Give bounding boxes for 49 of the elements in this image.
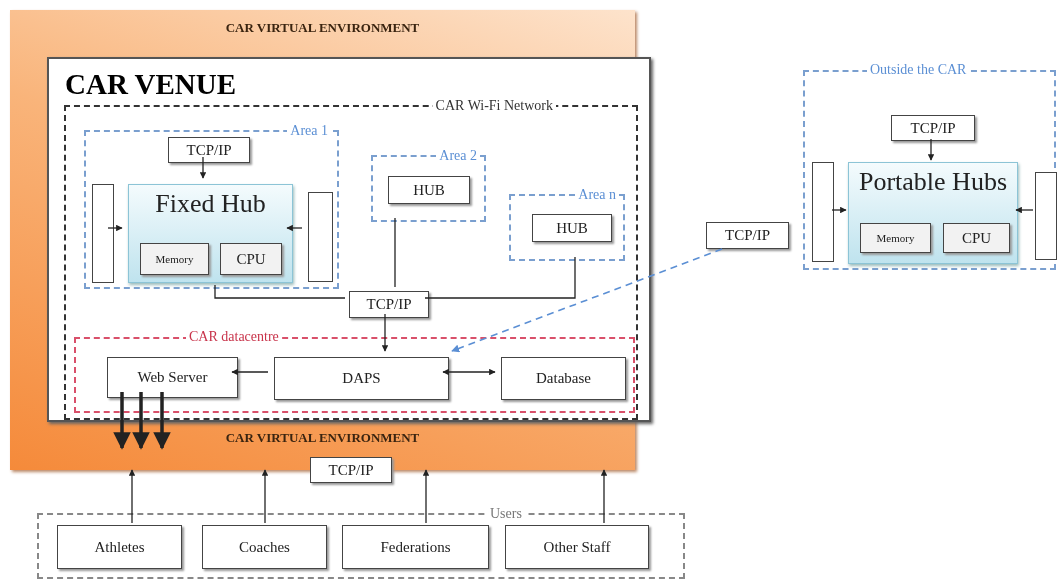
hub-box	[128, 184, 293, 283]
hub-box	[848, 162, 1018, 264]
process-box: TCP/IP	[310, 457, 392, 483]
double-arrow	[442, 368, 496, 376]
dashed-arrow	[451, 248, 723, 353]
hub-title: Fixed Hub	[154, 189, 267, 219]
process-box: Athletes	[57, 525, 182, 569]
process-box: Coaches	[202, 525, 327, 569]
process-box: TCP/IP	[706, 222, 789, 249]
arrow	[128, 469, 136, 524]
arrow	[831, 206, 847, 214]
process-box: HUB	[532, 214, 612, 242]
arrow	[132, 392, 150, 450]
component-box: Memory	[140, 243, 209, 275]
arrow	[199, 156, 207, 179]
port-bar	[308, 192, 333, 282]
process-box: Other Staff	[505, 525, 649, 569]
process-box: Federations	[342, 525, 489, 569]
port-bar	[812, 162, 834, 262]
arrow	[600, 469, 608, 524]
component-box: CPU	[943, 223, 1010, 253]
connector-line	[424, 256, 576, 299]
arrow	[927, 138, 935, 161]
process-box: Web Server	[107, 357, 238, 398]
hub-title: Portable Hubs	[857, 167, 1008, 197]
process-box: TCP/IP	[168, 137, 250, 163]
process-box: DAPS	[274, 357, 449, 400]
process-box: HUB	[388, 176, 470, 204]
arrow	[422, 469, 430, 524]
arrow	[113, 392, 131, 450]
arrow	[153, 392, 171, 450]
arrow	[1015, 206, 1034, 214]
group-title: CAR VIRTUAL ENVIRONMENT	[224, 430, 421, 446]
arrow	[381, 313, 389, 352]
connector-line	[394, 217, 396, 288]
process-box: TCP/IP	[891, 115, 975, 141]
arrow	[231, 368, 269, 376]
arrow	[286, 224, 303, 232]
connector-line	[214, 284, 346, 299]
port-bar	[92, 184, 114, 283]
arrow	[261, 469, 269, 524]
component-box: CPU	[220, 243, 282, 275]
group-title: CAR VIRTUAL ENVIRONMENT	[224, 20, 421, 36]
arrow	[107, 224, 123, 232]
port-bar	[1035, 172, 1057, 260]
process-box: TCP/IP	[349, 291, 429, 318]
component-box: Memory	[860, 223, 931, 253]
venue-panel	[47, 57, 651, 422]
process-box: Database	[501, 357, 626, 400]
